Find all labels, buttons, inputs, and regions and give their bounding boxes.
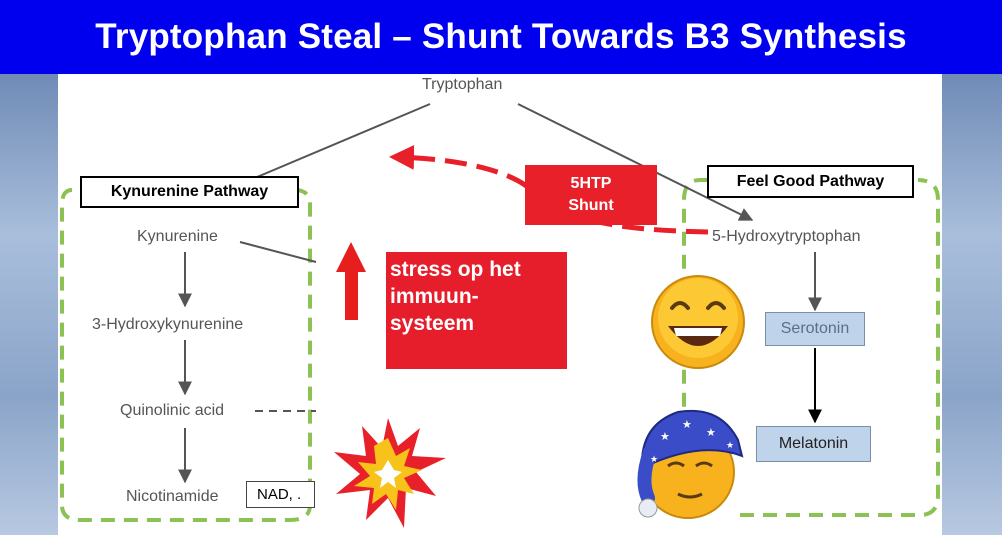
serotonin-box: Serotonin <box>765 312 865 346</box>
svg-text:★: ★ <box>682 419 692 431</box>
tryptophan-label: Tryptophan <box>422 76 503 93</box>
stress-line-3: systeem <box>390 312 475 335</box>
hydroxykynurenine-label: 3-Hydroxykynurenine <box>92 316 244 333</box>
up-arrow-icon <box>336 242 366 320</box>
sleepy-face-nightcap-icon: ★ ★ ★ ★ ★ <box>637 409 744 519</box>
hydroxytryptophan-label: 5-Hydroxytryptophan <box>712 228 861 245</box>
stress-line-1: stress op het <box>390 258 521 281</box>
tryptophan-to-5htp-line <box>517 103 754 221</box>
kynurenine-side-line <box>239 241 317 263</box>
shunt-dashed-arrow <box>389 144 709 235</box>
quinolinic-acid-label: Quinolinic acid <box>120 402 225 419</box>
5htp-shunt-box: 5HTP Shunt <box>525 165 657 225</box>
feel-good-pathway-box: Feel Good Pathway <box>707 165 914 198</box>
tryptophan-to-kynurenine-line <box>249 103 431 181</box>
kynurenine-pathway-box: Kynurenine Pathway <box>80 176 299 208</box>
background-left-strip <box>0 74 58 535</box>
svg-text:★: ★ <box>660 431 670 443</box>
smiling-face-icon <box>651 275 745 369</box>
kynurenine-group-outline <box>60 188 312 522</box>
background-right-strip <box>942 74 1002 535</box>
svg-text:★: ★ <box>650 454 658 464</box>
nad-box: NAD, . <box>246 481 315 508</box>
melatonin-box: Melatonin <box>756 426 871 462</box>
svg-text:★: ★ <box>726 440 734 450</box>
title-bar: Tryptophan Steal – Shunt Towards B3 Synt… <box>0 0 1002 74</box>
stress-box: stress op het immuun- systeem <box>386 252 567 369</box>
explosion-burst-icon <box>334 418 446 528</box>
shunt-line-2: Shunt <box>568 197 614 214</box>
shunt-line-1: 5HTP <box>570 175 612 192</box>
feel-good-group-outline-bottom <box>740 178 940 517</box>
feel-good-group-outline <box>682 178 708 420</box>
kynurenine-label: Kynurenine <box>137 228 218 245</box>
svg-text:★: ★ <box>706 427 716 439</box>
stress-line-2: immuun- <box>390 285 479 308</box>
slide-title: Tryptophan Steal – Shunt Towards B3 Synt… <box>95 17 907 56</box>
nicotinamide-label: Nicotinamide <box>126 488 219 505</box>
